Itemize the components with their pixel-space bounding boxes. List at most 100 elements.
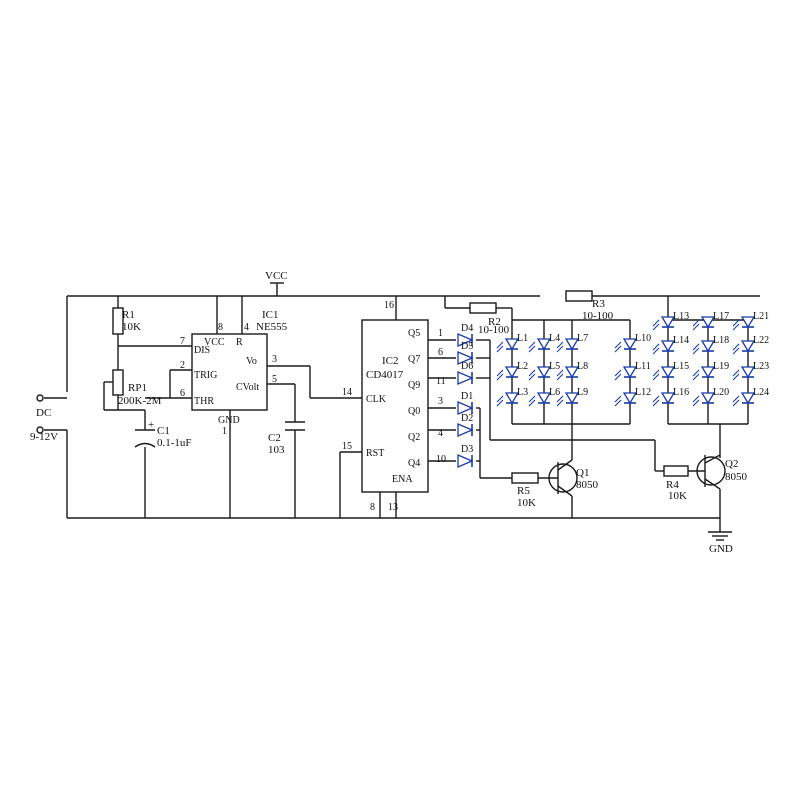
svg-text:15: 15 [342, 441, 352, 452]
svg-text:VCC: VCC [204, 337, 225, 348]
led-label: L8 [577, 361, 588, 372]
led-l7: L7 [556, 333, 588, 353]
resistor-r2: R2 10-100 [469, 302, 510, 336]
led-label: L24 [753, 387, 769, 398]
svg-text:16: 16 [384, 300, 394, 311]
svg-text:Q9: Q9 [408, 380, 420, 391]
led-l21: L21 [732, 311, 769, 331]
led-l15: L15 [652, 361, 689, 381]
svg-text:10: 10 [436, 454, 446, 465]
svg-text:6: 6 [438, 347, 443, 358]
svg-text:R: R [236, 337, 243, 348]
dc-input-terminals: DC 9-12V [30, 394, 58, 443]
svg-text:DIS: DIS [194, 345, 210, 356]
svg-text:10-100: 10-100 [582, 310, 614, 322]
led-l24: L24 [732, 387, 769, 407]
diode-label: D4 [461, 323, 473, 334]
svg-text:13: 13 [388, 502, 398, 513]
led-l16: L16 [652, 387, 689, 407]
svg-text:Q5: Q5 [408, 328, 420, 339]
svg-text:R5: R5 [517, 485, 530, 497]
led-l12: L12 [614, 387, 651, 407]
led-label: L19 [713, 361, 729, 372]
resistor-r5: R5 10K [511, 472, 539, 509]
capacitor-c1: + C1 0.1-1uF [134, 419, 192, 449]
led-l14: L14 [652, 335, 689, 355]
svg-text:4: 4 [244, 322, 249, 333]
c1-value: 0.1-1uF [157, 437, 192, 449]
transistor-q1: Q1 8050 [548, 463, 599, 493]
svg-text:TRIG: TRIG [194, 370, 217, 381]
led-l18: L18 [692, 335, 729, 355]
svg-text:3: 3 [272, 354, 277, 365]
led-label: L22 [753, 335, 769, 346]
led-l9: L9 [556, 387, 588, 407]
led-l3: L3 [496, 387, 528, 407]
diode-d2: D2 [457, 413, 474, 437]
dc-voltage: 9-12V [30, 431, 58, 443]
svg-text:CVolt: CVolt [236, 382, 259, 393]
svg-text:Q4: Q4 [408, 458, 420, 469]
svg-text:2: 2 [180, 360, 185, 371]
svg-text:R2: R2 [488, 316, 501, 328]
svg-text:6: 6 [180, 388, 185, 399]
led-l4: L4 [528, 333, 560, 353]
svg-text:R3: R3 [592, 298, 605, 310]
rp1-value: 200K-2M [118, 395, 162, 407]
svg-text:CLK: CLK [366, 394, 387, 405]
svg-text:4: 4 [438, 428, 443, 439]
led-label: L14 [673, 335, 689, 346]
led-label: L12 [635, 387, 651, 398]
resistor-r3: R3 10-100 [565, 290, 614, 322]
led-label: L9 [577, 387, 588, 398]
svg-text:ENA: ENA [392, 474, 413, 485]
led-label: L10 [635, 333, 651, 344]
led-label: L2 [517, 361, 528, 372]
ic2-part: CD4017 [366, 369, 404, 381]
r1-value: 10K [122, 321, 141, 333]
led-label: L23 [753, 361, 769, 372]
svg-text:GND: GND [218, 415, 240, 426]
led-l2: L2 [496, 361, 528, 381]
led-l8: L8 [556, 361, 588, 381]
c1-polarity: + [148, 419, 154, 431]
diode-d4: D4 [457, 323, 474, 347]
led-label: L6 [549, 387, 560, 398]
diode-d6: D6 [457, 361, 474, 385]
diode-label: D6 [461, 361, 473, 372]
c1-name: C1 [157, 425, 170, 437]
svg-text:14: 14 [342, 387, 352, 398]
svg-text:Q7: Q7 [408, 354, 420, 365]
vcc-label: VCC [265, 270, 288, 282]
r1-name: R1 [122, 309, 135, 321]
svg-text:10-100: 10-100 [478, 324, 510, 336]
diode-label: D5 [461, 341, 473, 352]
svg-text:10K: 10K [517, 497, 536, 509]
led-label: L18 [713, 335, 729, 346]
wiring [44, 282, 760, 541]
svg-text:1: 1 [438, 328, 443, 339]
led-label: L15 [673, 361, 689, 372]
c2-value: 103 [268, 444, 285, 456]
svg-text:Q2: Q2 [725, 458, 738, 470]
resistor-r1: R1 10K [112, 307, 141, 335]
svg-text:Q2: Q2 [408, 432, 420, 443]
transistor-q2: Q2 8050 [696, 456, 748, 486]
svg-text:Vo: Vo [246, 356, 257, 367]
svg-text:3: 3 [438, 396, 443, 407]
led-l6: L6 [528, 387, 560, 407]
ic1-part: NE555 [256, 321, 288, 333]
led-l22: L22 [732, 335, 769, 355]
diode-label: D3 [461, 444, 473, 455]
svg-text:RST: RST [366, 448, 384, 459]
diode-label: D1 [461, 391, 473, 402]
svg-text:7: 7 [180, 336, 185, 347]
svg-text:8050: 8050 [576, 479, 599, 491]
svg-text:Q0: Q0 [408, 406, 420, 417]
capacitor-c2: C2 103 [268, 421, 305, 456]
led-label: L13 [673, 311, 689, 322]
led-label: L5 [549, 361, 560, 372]
gnd-label: GND [709, 543, 733, 555]
